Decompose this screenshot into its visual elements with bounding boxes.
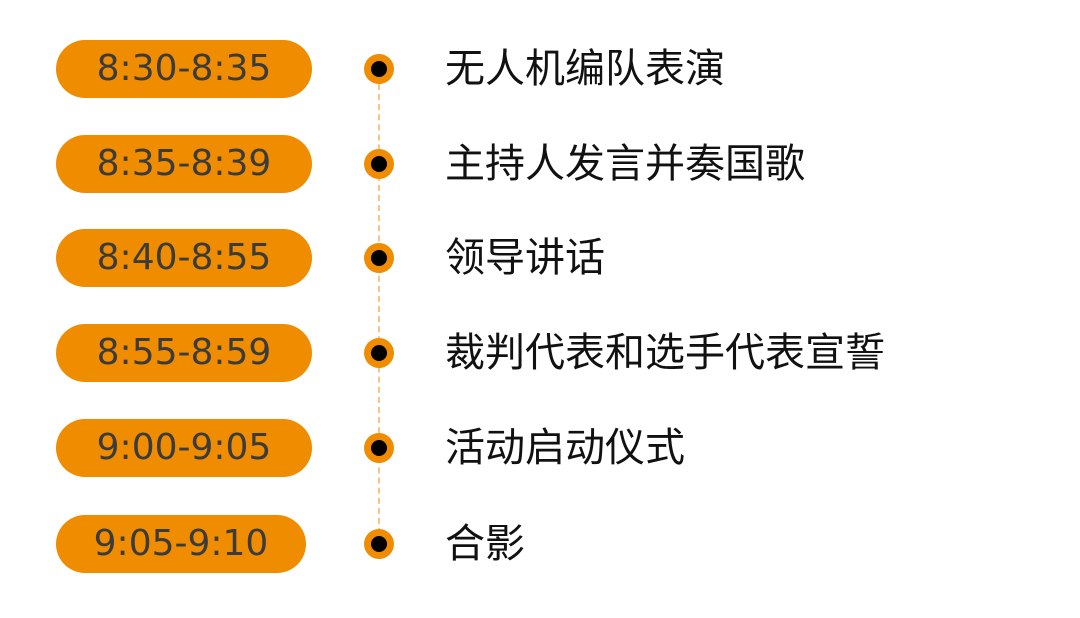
timeline-dot-icon	[364, 433, 394, 463]
event-label: 主持人发言并奏国歌	[445, 141, 805, 187]
event-label: 裁判代表和选手代表宣誓	[445, 330, 885, 376]
timeline-dashed-line	[378, 84, 380, 534]
event-label: 合影	[445, 521, 525, 567]
timeline-dot-icon	[364, 149, 394, 179]
timeline-dot-icon	[364, 529, 394, 559]
schedule-item: 9:00-9:05 活动启动仪式	[0, 419, 1080, 479]
schedule-item: 9:05-9:10 合影	[0, 515, 1080, 575]
schedule-item: 8:55-8:59 裁判代表和选手代表宣誓	[0, 324, 1080, 384]
timeline-dot-icon	[364, 243, 394, 273]
event-label: 无人机编队表演	[445, 46, 725, 92]
event-label: 活动启动仪式	[445, 425, 685, 471]
timeline-dot-icon	[364, 338, 394, 368]
time-badge: 9:05-9:10	[56, 515, 306, 573]
time-badge: 8:35-8:39	[56, 135, 312, 193]
time-badge: 8:30-8:35	[56, 40, 312, 98]
time-badge: 9:00-9:05	[56, 419, 312, 477]
schedule-item: 8:30-8:35 无人机编队表演	[0, 40, 1080, 100]
schedule-item: 8:40-8:55 领导讲话	[0, 229, 1080, 289]
time-badge: 8:55-8:59	[56, 324, 312, 382]
time-badge: 8:40-8:55	[56, 229, 312, 287]
timeline-dot-icon	[364, 54, 394, 84]
event-label: 领导讲话	[445, 235, 605, 281]
schedule-item: 8:35-8:39 主持人发言并奏国歌	[0, 135, 1080, 195]
